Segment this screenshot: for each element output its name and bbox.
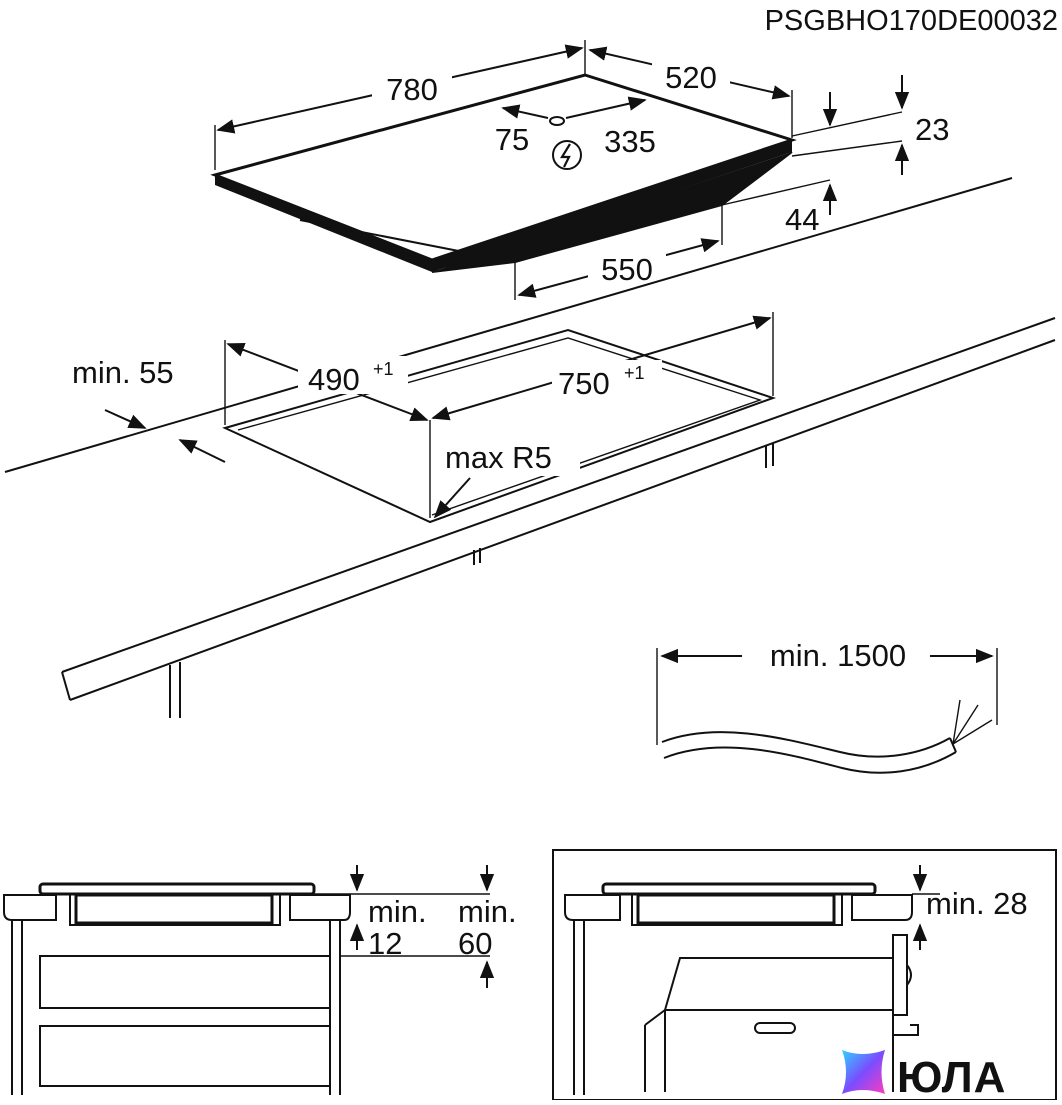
section-min-b-label: min. xyxy=(458,894,517,929)
cutout-depth-tol: +1 xyxy=(373,359,394,379)
watermark-logo: ЮЛА xyxy=(842,1050,1006,1102)
section-min-a-label: min. xyxy=(368,894,427,929)
dim-conn-right: 335 xyxy=(604,124,656,159)
watermark-text: ЮЛА xyxy=(897,1053,1006,1100)
cable-length: min. 1500 xyxy=(770,638,906,673)
hob-edge-left xyxy=(215,175,432,272)
dim-width: 780 xyxy=(386,72,438,107)
cutout-width-tol: +1 xyxy=(624,363,645,383)
power-connection-icon xyxy=(552,140,582,170)
cutout-radius: max R5 xyxy=(445,440,552,475)
cutout-depth: 490 xyxy=(308,362,360,397)
cable-drawing: min. 1500 xyxy=(656,638,998,774)
dim-frame-height: 23 xyxy=(915,112,949,147)
connection-point xyxy=(549,116,565,126)
cable-line-top xyxy=(661,731,951,758)
cutout-width: 750 xyxy=(558,366,610,401)
hob-glass-top xyxy=(210,73,797,262)
section-min-a-value: 12 xyxy=(368,926,402,961)
section-left-glass xyxy=(38,882,316,896)
section-min-b-value: 60 xyxy=(458,926,492,961)
cutout-min-edge: min. 55 xyxy=(72,355,174,390)
dim-body-height: 44 xyxy=(785,202,819,237)
cable-line-bottom xyxy=(663,746,957,774)
section-left: min. 12 min. 60 xyxy=(3,865,517,1095)
hob-drawing: 780 520 75 335 23 44 550 xyxy=(210,40,949,300)
section-right: min. 28 xyxy=(552,849,1057,1101)
watermark-logo-icon xyxy=(842,1050,885,1094)
worktop-drawing: 490 +1 750 +1 min. 55 max R5 xyxy=(4,177,1056,718)
dim-conn-left: 75 xyxy=(495,122,529,157)
dim-body-width: 550 xyxy=(601,252,653,287)
section-min-c: min. 28 xyxy=(926,886,1028,921)
dim-depth: 520 xyxy=(665,60,717,95)
doc-code: PSGBHO170DE00032 xyxy=(765,5,1058,37)
